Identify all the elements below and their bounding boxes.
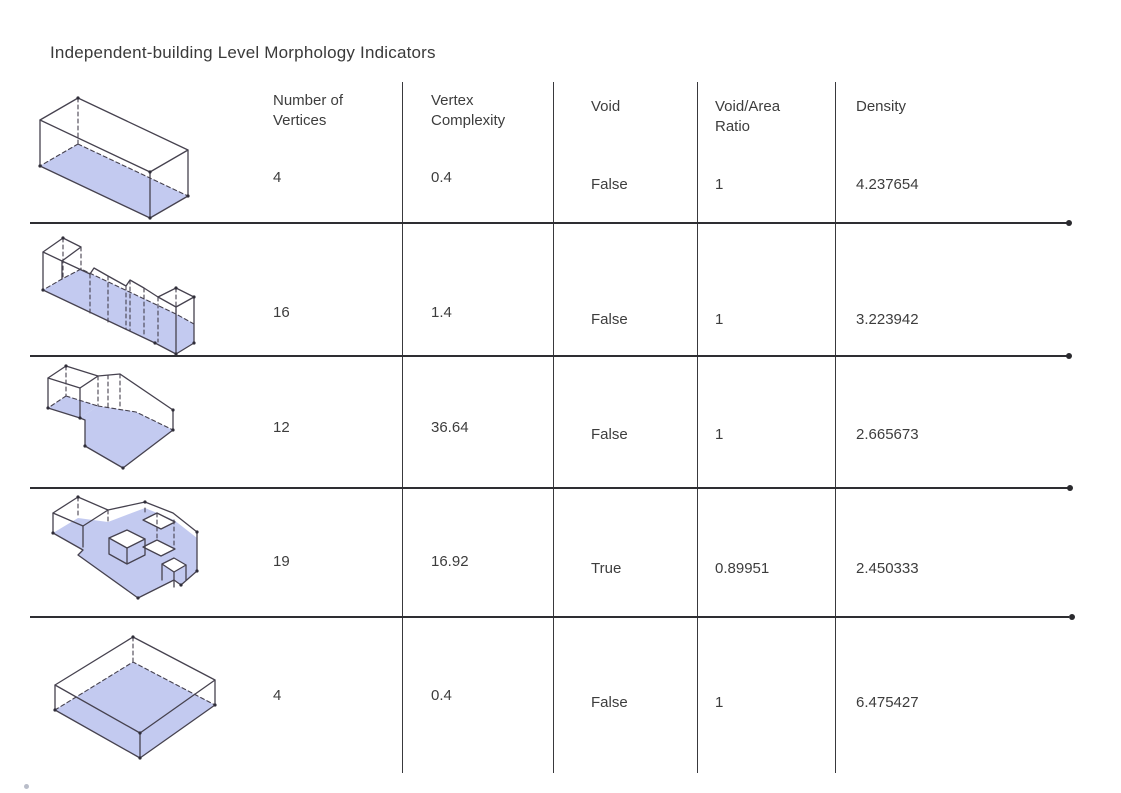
cell-void: False (591, 426, 628, 443)
stray-dot (24, 784, 29, 789)
row-divider (30, 355, 1069, 357)
cell-void: False (591, 694, 628, 711)
column-divider (697, 82, 698, 773)
cell-density: 4.237654 (856, 176, 919, 193)
column-header-vertex-complexity: Vertex Complexity (431, 92, 506, 130)
page-title: Independent-building Level Morphology In… (50, 43, 436, 62)
column-divider (402, 82, 403, 773)
column-header-number-of-vertices: Number of Vertices (273, 92, 344, 130)
cell-void: True (591, 560, 622, 577)
isometric-building-courtyard-block-illustration (51, 495, 199, 600)
row-divider (30, 222, 1069, 224)
isometric-building-zigzag-block-illustration (41, 236, 196, 356)
cell-density: 2.665673 (856, 426, 919, 443)
cell-number-of-vertices: 16 (273, 304, 290, 321)
isometric-building-flat-slab-illustration (53, 635, 217, 760)
cell-number-of-vertices: 4 (273, 687, 282, 704)
column-divider (553, 82, 554, 773)
cell-vertex-complexity: 0.4 (431, 169, 452, 186)
column-divider (835, 82, 836, 773)
isometric-building-long-bar-illustration (38, 96, 190, 220)
cell-void-area-ratio: 0.89951 (715, 560, 770, 577)
isometric-building-hooked-block-illustration (46, 364, 175, 470)
cell-number-of-vertices: 12 (273, 419, 290, 436)
cell-density: 3.223942 (856, 311, 919, 328)
cell-density: 6.475427 (856, 694, 919, 711)
column-header-void-area-ratio: Void/Area Ratio (715, 98, 781, 136)
column-header-density: Density (856, 98, 907, 115)
cell-void-area-ratio: 1 (715, 694, 724, 711)
cell-number-of-vertices: 4 (273, 169, 282, 186)
row-divider-endpoint-dot (1066, 353, 1072, 359)
row-divider (30, 487, 1069, 489)
cell-void-area-ratio: 1 (715, 311, 724, 328)
cell-void: False (591, 176, 628, 193)
row-divider-endpoint-dot (1067, 485, 1073, 491)
cell-vertex-complexity: 0.4 (431, 687, 452, 704)
row-divider-endpoint-dot (1069, 614, 1075, 620)
cell-vertex-complexity: 1.4 (431, 304, 452, 321)
cell-number-of-vertices: 19 (273, 553, 290, 570)
row-divider (30, 616, 1069, 618)
cell-vertex-complexity: 36.64 (431, 419, 469, 436)
cell-void-area-ratio: 1 (715, 176, 724, 193)
cell-vertex-complexity: 16.92 (431, 553, 469, 570)
column-header-void: Void (591, 98, 621, 115)
row-divider-endpoint-dot (1066, 220, 1072, 226)
cell-density: 2.450333 (856, 560, 919, 577)
cell-void: False (591, 311, 628, 328)
cell-void-area-ratio: 1 (715, 426, 724, 443)
